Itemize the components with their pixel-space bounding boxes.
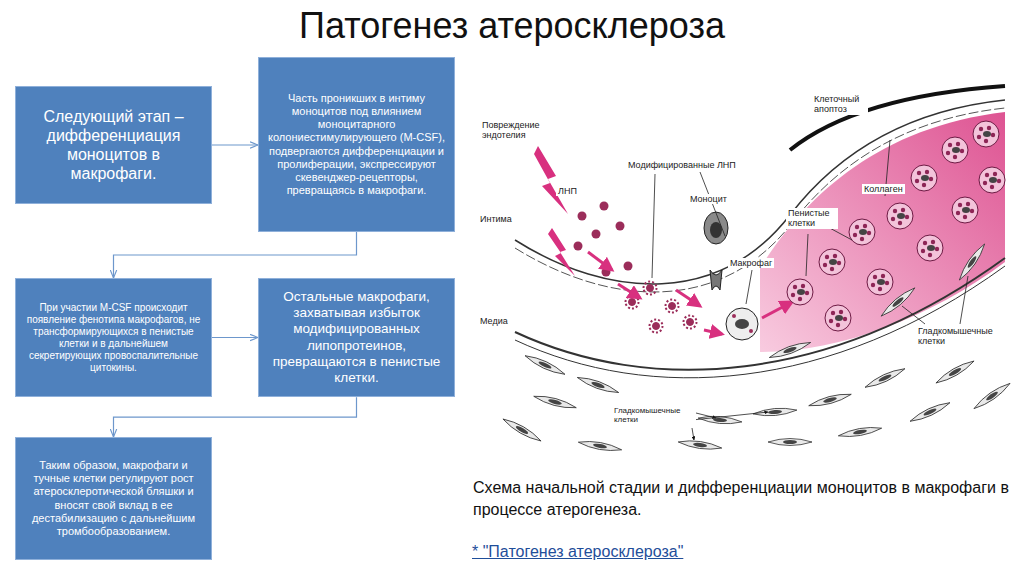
ldl-particles xyxy=(574,202,633,277)
box-content: Следующий этап – дифференциация моноцито… xyxy=(16,101,211,190)
part-label: Макрофаг xyxy=(728,258,774,268)
part-label: Коллаген xyxy=(862,184,905,194)
ldl-arrows xyxy=(588,252,792,334)
damage-bolt xyxy=(534,146,568,214)
page-title: Патогенез атеросклероза xyxy=(0,4,1024,47)
box-content: Остальные макрофаги, захватывая избыток … xyxy=(259,283,454,392)
box-text: Часть проникших в интиму моноцитов под в… xyxy=(265,92,448,198)
box-text: Остальные макрофаги, захватывая избыток … xyxy=(265,289,448,386)
box-text: При участии M-CSF происходит появление ф… xyxy=(22,302,205,374)
part-label: Повреждение эндотелия xyxy=(480,120,550,141)
box-content: Часть проникших в интиму моноцитов под в… xyxy=(259,86,454,204)
box-content: При участии M-CSF происходит появление ф… xyxy=(16,296,211,380)
flow-arrow xyxy=(114,232,357,278)
part-label: Пенистые клетки xyxy=(786,208,838,229)
part-label: Гладкомышечные клетки xyxy=(916,326,1000,347)
box-text: Следующий этап – дифференциация моноцито… xyxy=(22,107,205,184)
monocyte xyxy=(704,212,728,290)
figure-caption: Схема начальной стадии и дифференциации … xyxy=(473,477,1013,522)
damage-bolt xyxy=(548,228,575,276)
process-box: Часть проникших в интиму моноцитов под в… xyxy=(258,57,455,232)
box-content: Таким образом, макрофаги и тучные клетки… xyxy=(16,453,211,544)
flow-arrow xyxy=(212,144,258,145)
plaque-region xyxy=(760,112,1005,352)
flow-arrow xyxy=(114,397,357,437)
part-label: Клеточный апоптоз xyxy=(812,94,868,115)
flow-arrow xyxy=(212,337,258,338)
box-text: Таким образом, макрофаги и тучные клетки… xyxy=(22,459,205,538)
process-box: При участии M-CSF происходит появление ф… xyxy=(15,278,212,397)
process-box: Таким образом, макрофаги и тучные клетки… xyxy=(15,437,212,560)
process-box: Остальные макрофаги, захватывая избыток … xyxy=(258,278,455,397)
part-label: ЛНП xyxy=(556,186,579,196)
part-label: Модифицированные ЛНП xyxy=(626,160,738,170)
endothelium-cells xyxy=(515,108,1005,292)
part-label: Медиа xyxy=(478,316,510,326)
elastic-lamina xyxy=(515,258,1005,370)
foam-cells xyxy=(787,121,1005,331)
macrophage xyxy=(726,308,758,340)
modified-ldl xyxy=(626,282,697,333)
part-label: Интима xyxy=(478,214,514,224)
endothelium-line xyxy=(515,100,1005,284)
part-label: Гладкомышечные клетки xyxy=(612,406,696,424)
process-box: Следующий этап – дифференциация моноцито… xyxy=(15,86,212,204)
part-label: Моноцит xyxy=(688,194,729,204)
fibrous-cap xyxy=(790,86,1005,150)
smooth-muscle-cells xyxy=(501,242,1012,453)
elastic-lamina-inner xyxy=(515,266,1005,378)
source-reference: * "Патогенез атеросклероза" xyxy=(470,543,685,561)
